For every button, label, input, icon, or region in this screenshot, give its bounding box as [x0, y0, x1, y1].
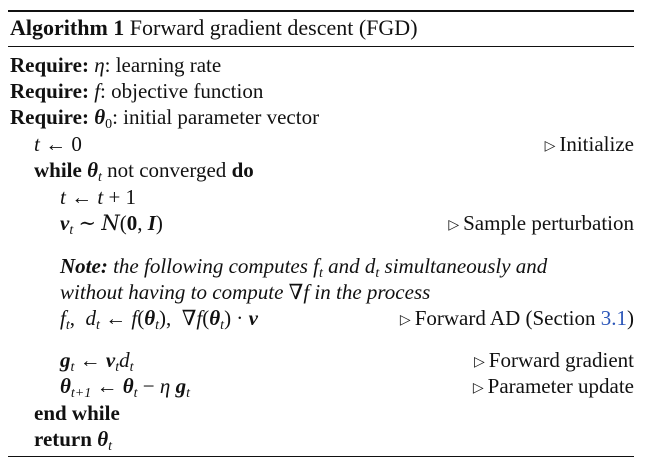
- increment-line: t ← t + 1: [10, 184, 634, 210]
- return-keyword: return: [34, 427, 92, 451]
- theta-symbol: θ: [94, 105, 106, 129]
- require-desc: : learning rate: [104, 53, 222, 77]
- init-line: t ← 0 ▷Initialize: [10, 131, 634, 157]
- require-desc: : initial parameter vector: [112, 105, 320, 129]
- update-line: θt+1 ← θt − η gt ▷Parameter update: [10, 373, 634, 401]
- note-text: simultaneously and: [384, 254, 548, 278]
- require-desc: : objective function: [100, 79, 264, 103]
- note-label: Note:: [60, 254, 108, 278]
- note-text: the following computes: [113, 254, 308, 278]
- section-ref-link[interactable]: 3.1: [600, 306, 627, 330]
- require-keyword: Require:: [10, 53, 89, 77]
- note-line-1: Note: the following computes ft and dt s…: [60, 254, 548, 281]
- bottom-rule: [8, 456, 634, 457]
- theta-symbol: θ: [87, 158, 98, 182]
- triangle-icon: ▷: [448, 218, 460, 233]
- end-while-line: end while: [10, 400, 634, 426]
- note-text: without having to compute: [60, 280, 284, 304]
- gradient-statement: gt ← vtdt: [60, 348, 134, 375]
- require-line-2: Require: f: objective function: [10, 78, 634, 104]
- while-condition: not converged: [107, 158, 227, 182]
- init-statement: t ← 0: [34, 132, 82, 156]
- f-symbol: f: [94, 79, 101, 103]
- note-text: in the process: [314, 280, 431, 304]
- top-rule: [8, 10, 634, 12]
- end-while-keyword: end while: [34, 401, 120, 425]
- note-line-2: without having to compute ∇f in the proc…: [60, 280, 431, 304]
- forward-ad-statement: ft, dt ← f(θt), ∇f(θt) · v: [60, 306, 258, 333]
- update-comment: ▷Parameter update: [472, 374, 634, 398]
- gradient-comment: ▷Forward gradient: [474, 348, 634, 372]
- require-keyword: Require:: [10, 105, 89, 129]
- increment-statement: t ← t + 1: [60, 185, 137, 209]
- forward-ad-comment: ▷Forward AD (Section 3.1): [399, 306, 634, 330]
- algorithm-label: Algorithm 1: [10, 15, 125, 40]
- title-rule: [8, 46, 634, 47]
- sample-comment: ▷Sample perturbation: [448, 211, 634, 235]
- init-comment: ▷Initialize: [544, 132, 634, 156]
- eta-symbol: η: [94, 53, 105, 77]
- gradient-line: gt ← vtdt ▷Forward gradient: [10, 347, 634, 375]
- require-keyword: Require:: [10, 79, 89, 103]
- triangle-icon: ▷: [399, 313, 411, 328]
- update-statement: θt+1 ← θt − η gt: [60, 374, 190, 401]
- sample-statement: vt ∼ N(0, I): [60, 211, 163, 238]
- triangle-icon: ▷: [472, 381, 484, 396]
- triangle-icon: ▷: [474, 355, 485, 370]
- while-keyword: while: [34, 158, 82, 182]
- sample-line: vt ∼ N(0, I) ▷Sample perturbation: [10, 210, 634, 238]
- do-keyword: do: [231, 158, 254, 182]
- note-text: and: [328, 254, 360, 278]
- while-line: while θt not converged do: [34, 158, 254, 185]
- forward-ad-line: ft, dt ← f(θt), ∇f(θt) · v ▷Forward AD (…: [10, 305, 634, 333]
- require-line-3: Require: θ0: initial parameter vector: [10, 104, 634, 132]
- return-line: return θt: [34, 427, 112, 454]
- theta-symbol: θ: [97, 427, 109, 451]
- theta-subscript: 0: [105, 117, 113, 132]
- require-line-1: Require: η: learning rate: [10, 52, 634, 78]
- triangle-icon: ▷: [544, 139, 556, 154]
- algorithm-name: Forward gradient descent (FGD): [129, 15, 418, 40]
- algorithm-title: Algorithm 1 Forward gradient descent (FG…: [10, 14, 418, 42]
